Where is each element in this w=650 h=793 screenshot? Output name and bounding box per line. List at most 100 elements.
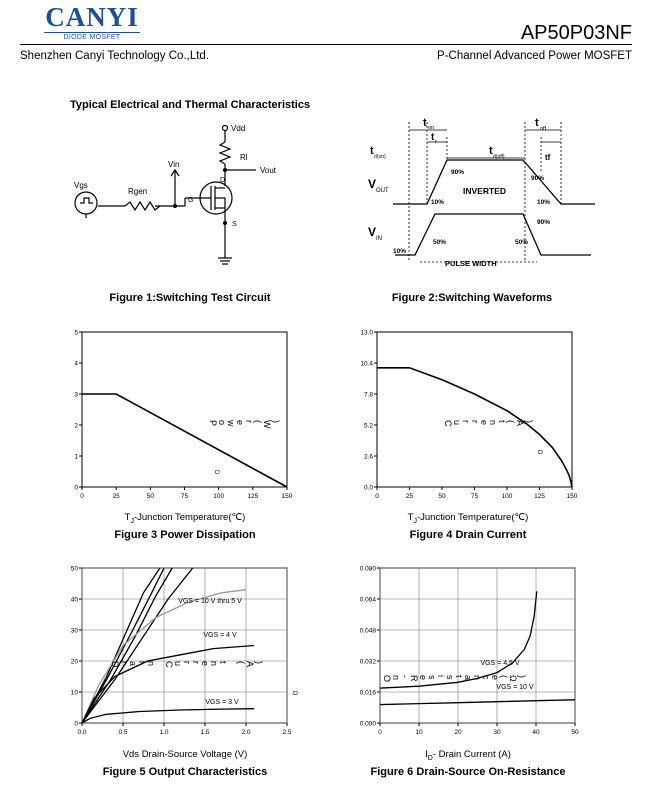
series-line-1 <box>379 591 538 689</box>
y-axis-label-char: Ω <box>508 675 518 682</box>
vgs-label: Vgs <box>74 181 88 190</box>
y-axis-label-char: c <box>481 675 491 680</box>
x-tick-label: 50 <box>147 493 155 500</box>
figure-1-caption: Figure 1:Switching Test Circuit <box>109 292 271 304</box>
figure-6-caption: Figure 6 Drain-Source On-Resistance <box>370 766 566 778</box>
y-axis-label-char: u <box>173 661 183 666</box>
switching-waveforms: t on t r t d(on) t d(off) t off tf V OUT… <box>368 117 595 268</box>
y-axis-label-char: P <box>208 420 218 426</box>
company-name: Shenzhen Canyi Technology Co.,Ltd. <box>20 50 210 62</box>
product-description: P-Channel Advanced Power MOSFET <box>437 50 632 62</box>
x-tick-label: 20 <box>454 729 462 736</box>
pct-50-fall: 50% <box>515 239 528 246</box>
y-axis-label-char: n <box>146 661 156 666</box>
plot-area <box>81 331 288 488</box>
x-tick-label: 50 <box>571 729 579 736</box>
y-tick-label: 0.064 <box>360 597 377 604</box>
y-tick-label: 30 <box>71 628 79 635</box>
rl-label: Rl <box>240 153 248 162</box>
y-axis-label-char: t <box>454 675 464 678</box>
x-tick-label: 0 <box>378 729 382 736</box>
curve-annotation: VGS = 10 V thru 5 V <box>178 598 242 605</box>
series-line-5 <box>81 589 247 724</box>
pct-90-input: 90% <box>537 219 550 226</box>
t-don-subscript: d(on) <box>374 154 386 160</box>
header-divider <box>20 44 632 45</box>
y-axis-label-char: i <box>436 675 446 677</box>
y-axis-label-char: r <box>182 661 192 664</box>
series-line-7 <box>81 708 255 724</box>
y-axis-label-char: e <box>490 675 500 680</box>
x-tick-label: 125 <box>534 493 545 500</box>
plot-area <box>81 567 288 724</box>
x-tick-label: 2.0 <box>241 729 250 736</box>
y-axis-label-char: r <box>244 420 254 423</box>
inverted-label: INVERTED <box>463 186 506 196</box>
pct-10-rise: 10% <box>431 199 444 206</box>
y-axis-label-char: A <box>245 661 255 667</box>
chart-4-xlabel-rest: -Junction Temperature(℃) <box>416 512 529 523</box>
pct-50-rise: 50% <box>433 239 446 246</box>
v-out-label: V <box>368 177 376 191</box>
y-tick-label: 0.000 <box>360 721 377 728</box>
x-tick-label: 150 <box>567 493 578 500</box>
x-tick-label: 75 <box>181 493 189 500</box>
series-line-4 <box>81 567 194 724</box>
y-axis-label-char: e <box>200 661 210 666</box>
x-tick-label: 125 <box>247 493 258 500</box>
y-axis-label-char: i <box>137 661 147 663</box>
y-tick-label: 40 <box>71 597 79 604</box>
chart-3-xlabel: TJ-Junction Temperature(℃) <box>55 512 315 525</box>
y-tick-label: 10 <box>71 690 79 697</box>
y-tick-label: 5.2 <box>364 423 373 430</box>
x-tick-label: 25 <box>406 493 414 500</box>
figure-5-caption: Figure 5 Output Characteristics <box>102 766 268 778</box>
y-tick-label: 10.4 <box>360 361 373 368</box>
x-tick-label: 100 <box>213 493 224 500</box>
y-axis-label-char: ( <box>253 420 263 423</box>
y-tick-label: 2.6 <box>364 454 373 461</box>
vout-label: Vout <box>260 166 277 175</box>
source-label: S <box>232 221 237 228</box>
t-on-subscript: on <box>428 125 434 131</box>
x-tick-label: 30 <box>493 729 501 736</box>
vdd-label: Vdd <box>231 124 245 133</box>
chart-6-xlabel-sub: D <box>427 754 433 762</box>
y-axis-label-char: o <box>217 420 227 425</box>
y-tick-label: 3 <box>74 392 78 399</box>
y-tick-label: 50 <box>71 566 79 573</box>
figure-3-caption: Figure 3 Power Dissipation <box>114 529 256 541</box>
t-off-label: t <box>535 117 539 129</box>
rgen-label: Rgen <box>128 187 147 196</box>
y-tick-label: 0.048 <box>360 628 377 635</box>
y-axis-label-char: D <box>110 661 120 668</box>
y-axis-label-char: C <box>443 420 453 427</box>
x-tick-label: 2.5 <box>282 729 291 736</box>
drain-label: D <box>220 177 225 184</box>
y-tick-label: 0.0 <box>364 485 373 492</box>
y-tick-label: 0.080 <box>360 566 377 573</box>
y-axis-label-char: u <box>452 420 462 425</box>
y-axis-label-char: w <box>226 419 236 427</box>
y-axis-label-subscript: D <box>536 450 542 455</box>
chart-6-xlabel-rest: - Drain Current (A) <box>432 749 511 760</box>
logo-subtext: DIODE MOSFET <box>44 32 140 41</box>
series-line-2 <box>379 699 576 706</box>
series-line-6 <box>81 644 255 724</box>
y-axis-label-char: r <box>119 661 129 664</box>
y-tick-label: 0 <box>74 485 78 492</box>
chart-5-xlabel: Vds Drain-Source Voltage (V) <box>122 749 248 760</box>
gate-label: G <box>188 197 193 204</box>
x-tick-label: 150 <box>282 493 293 500</box>
curve-annotation: VGS = 3 V <box>205 699 239 706</box>
pct-90-rise: 90% <box>451 169 464 176</box>
chart-3-xlabel-sub: J <box>130 517 134 525</box>
plot-area <box>376 331 573 488</box>
y-axis-label-char: t <box>218 661 228 664</box>
y-axis-label-subscript: D <box>291 691 297 696</box>
y-axis-label-char: s <box>445 675 455 680</box>
chart-4-xlabel: TJ-Junction Temperature(℃) <box>338 512 598 525</box>
